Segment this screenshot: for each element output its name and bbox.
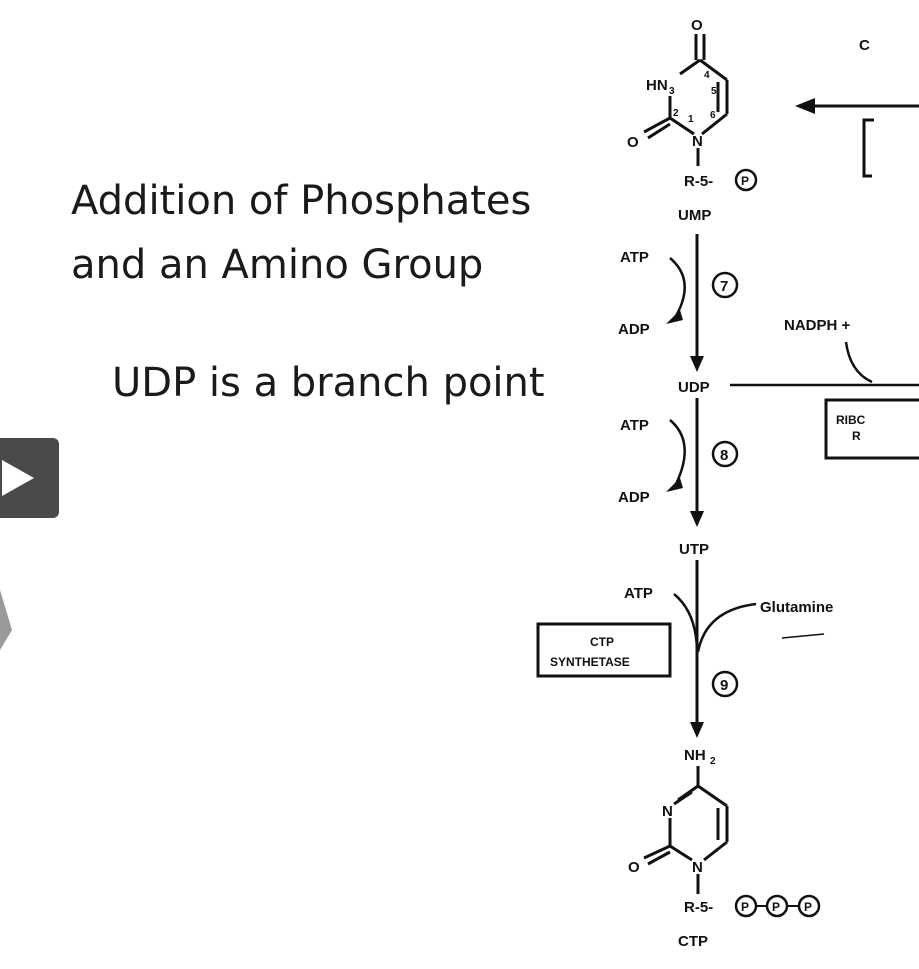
- ctp-n-ring: N: [692, 859, 703, 876]
- ctp-phosphate-2-circle: [765, 894, 789, 918]
- ump-n5: 5: [711, 86, 717, 97]
- ctp-phosphate-3-circle: [797, 894, 821, 918]
- step7-atp: ATP: [620, 249, 649, 266]
- ctp-phosphate-1-circle: [734, 894, 758, 918]
- step9-circle: [711, 670, 739, 698]
- ump-r5: R-5-: [684, 173, 713, 190]
- ctp-nh2: NH: [684, 747, 706, 764]
- ctp-synthetase-box: [536, 622, 672, 678]
- ump-label: UMP: [678, 207, 711, 224]
- ctp-r5: R-5-: [684, 899, 713, 916]
- step9-atp: ATP: [624, 585, 653, 602]
- step9-atp-curve: [673, 593, 699, 651]
- utp-label: UTP: [679, 541, 709, 558]
- ctp-phosphate-2: P: [772, 900, 780, 914]
- ctp-o-left: O: [628, 859, 640, 876]
- branch-top-c: C: [859, 37, 870, 54]
- slide-title-line-1: Addition of Phosphates: [71, 178, 532, 224]
- slide-subtitle: UDP is a branch point: [112, 360, 545, 406]
- ump-n4: 4: [704, 70, 710, 81]
- step8-curve: [669, 419, 686, 485]
- step7-circle: [711, 271, 739, 299]
- ump-n3: 3: [669, 86, 675, 97]
- play-button[interactable]: [0, 438, 59, 518]
- arrow-to-ctp: [690, 722, 704, 738]
- pyrimidine-pathway-diagram: O HN 3 4 5 2 1 6 O N R-5- P UMP C ATP AD…: [536, 17, 919, 950]
- ctp-phosphate-1: P: [741, 900, 749, 914]
- ctp-nh2-sub: 2: [710, 756, 716, 767]
- step7-curve: [669, 257, 686, 317]
- step8-adp-arrowhead: [666, 478, 683, 492]
- ump-n-ring: N: [692, 133, 703, 150]
- ctp-phosphate-3: P: [804, 900, 812, 914]
- step9-glutamine: Glutamine: [760, 599, 833, 616]
- side-decoration: [0, 590, 12, 650]
- ump-n2: 2: [673, 108, 679, 119]
- ribo-box: [824, 398, 919, 460]
- ctp-synthetase-line-2: SYNTHETASE: [550, 655, 630, 669]
- ump-structure: [643, 34, 729, 166]
- ribo-line-2: R: [852, 429, 861, 443]
- nadph-label: NADPH +: [784, 317, 851, 334]
- step8-circle: [711, 440, 739, 468]
- ribo-line-1: RIBC: [836, 413, 866, 427]
- ump-phosphate-circle: [734, 168, 758, 192]
- step8-adp: ADP: [618, 489, 650, 506]
- glutamine-underline: [781, 633, 825, 639]
- play-icon: [2, 460, 34, 496]
- step7-adp: ADP: [618, 321, 650, 338]
- ump-hn: HN: [646, 77, 668, 94]
- branch-top-arrow: [795, 98, 919, 178]
- ump-n1: 1: [688, 114, 694, 125]
- ump-o-top: O: [691, 17, 703, 34]
- ump-n6: 6: [710, 110, 716, 121]
- step7-number: 7: [720, 278, 728, 295]
- ump-o-left: O: [627, 134, 639, 151]
- ump-phosphate: P: [741, 174, 749, 188]
- slide-title-line-2: and an Amino Group: [71, 242, 484, 288]
- ctp-n-top: N: [662, 803, 673, 820]
- step9-number: 9: [720, 677, 728, 694]
- step7-adp-arrowhead: [666, 310, 683, 324]
- step8-atp: ATP: [620, 417, 649, 434]
- arrow-to-udp: [690, 356, 704, 372]
- nadph-curve: [844, 341, 873, 384]
- ctp-label: CTP: [678, 933, 708, 950]
- step9-glutamine-curve: [696, 602, 757, 653]
- ctp-synthetase-line-1: CTP: [590, 635, 614, 649]
- ctp-structure: [643, 766, 729, 894]
- step8-number: 8: [720, 447, 728, 464]
- arrow-to-utp: [690, 511, 704, 527]
- udp-label: UDP: [678, 379, 710, 396]
